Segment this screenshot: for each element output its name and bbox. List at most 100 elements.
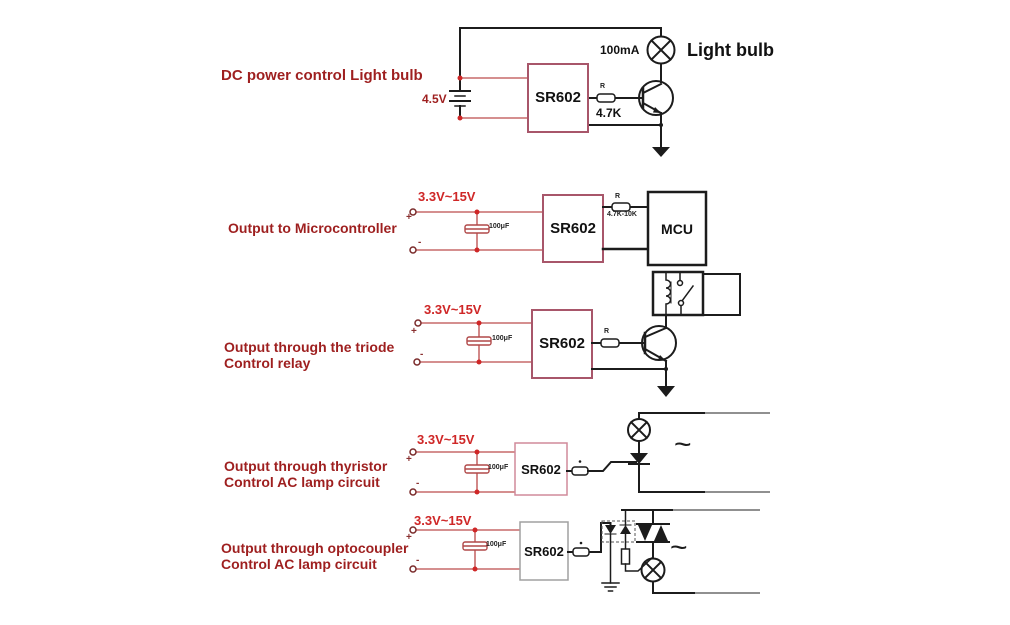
- resistor-label: 4.7K: [596, 106, 622, 120]
- terminal-icon: [409, 208, 417, 216]
- wire: [459, 27, 662, 148]
- capacitor-label: 100μF: [492, 335, 513, 342]
- minus-mark: -: [416, 478, 420, 489]
- terminal-icon: [409, 565, 417, 573]
- supply-voltage-label: 3.3V~15V: [418, 189, 476, 204]
- section-title-mcu: Output to Microcontroller: [228, 220, 397, 236]
- pin-label: R: [604, 328, 610, 335]
- junction-dot: [457, 75, 463, 81]
- junction-dot: [664, 367, 668, 371]
- plus-mark: +: [406, 454, 412, 465]
- capacitor-symbol: [466, 336, 492, 346]
- terminal-icon: [409, 488, 417, 496]
- circuit-dc-lamp: [449, 27, 676, 157]
- supply-voltage-label: 3.3V~15V: [417, 432, 475, 447]
- capacitor-label: 100μF: [486, 541, 507, 548]
- plus-mark: +: [406, 532, 412, 543]
- junction-dot: [474, 209, 480, 215]
- section-title-opto-line2: Control AC lamp circuit: [221, 556, 377, 572]
- gate-resistor-symbol: [620, 548, 631, 565]
- module-label: SR602: [535, 89, 581, 106]
- module-label: SR602: [539, 335, 585, 352]
- power-wire: [416, 529, 520, 570]
- module-label: SR602: [521, 462, 561, 477]
- junction-dot: [474, 247, 480, 253]
- pin-dot: [578, 460, 582, 463]
- junction-dot: [472, 527, 478, 533]
- sr602-module-box: [519, 521, 569, 581]
- module-label: SR602: [524, 544, 564, 559]
- circuit-optocoupler: [409, 509, 760, 594]
- section-title-dc-lamp: DC power control Light bulb: [221, 67, 423, 84]
- module-label: SR602: [550, 220, 596, 237]
- battery-voltage-label: 4.5V: [422, 92, 447, 106]
- circuit-mcu: [409, 190, 708, 267]
- ac-source-symbol: ~: [674, 428, 692, 461]
- ground-icon: [601, 582, 620, 592]
- ac-rail: [621, 509, 696, 594]
- junction-dot: [476, 359, 482, 365]
- minus-mark: -: [420, 349, 424, 360]
- resistor-symbol: [600, 338, 620, 348]
- junction-dot: [474, 449, 480, 455]
- relay-symbol: [651, 270, 741, 317]
- mcu-box: [646, 190, 708, 267]
- gate-wire: [587, 461, 637, 472]
- lamp-icon: [627, 418, 651, 442]
- wire: [567, 522, 612, 553]
- junction-dot: [659, 123, 663, 127]
- lamp-current-label: 100mA: [600, 43, 640, 57]
- ac-rail-gray: [705, 412, 770, 493]
- transistor-symbol: [638, 80, 674, 116]
- section-title-relay-line1: Output through the triode: [224, 339, 395, 355]
- gate-wire: [624, 555, 655, 572]
- transistor-symbol: [641, 325, 677, 363]
- plus-mark: +: [411, 326, 417, 337]
- junction-dot: [472, 566, 478, 572]
- pin-dot: [579, 541, 583, 545]
- junction-dot: [476, 320, 482, 326]
- capacitor-symbol: [464, 224, 490, 234]
- circuit-relay: [413, 270, 741, 397]
- junction-dot: [474, 489, 480, 495]
- terminal-icon: [414, 319, 422, 327]
- sr602-module-box: [514, 442, 568, 496]
- pin-label: R: [600, 83, 606, 90]
- resistor-label: 4.7K-10K: [607, 211, 637, 218]
- ac-source-symbol: ~: [670, 531, 688, 564]
- ground-icon: [657, 386, 675, 397]
- capacitor-label: 100μF: [489, 223, 510, 230]
- resistor-symbol: [571, 466, 589, 476]
- section-title-relay-line2: Control relay: [224, 355, 311, 371]
- minus-mark: -: [416, 555, 420, 566]
- power-wire: [416, 451, 515, 493]
- sr602-module-box: [531, 309, 593, 379]
- minus-mark: -: [418, 237, 422, 248]
- mcu-label: MCU: [661, 221, 693, 237]
- resistor-symbol: [596, 93, 616, 103]
- ac-rail-gray: [673, 509, 760, 594]
- plus-mark: +: [406, 212, 412, 223]
- section-title-thyristor-line2: Control AC lamp circuit: [224, 474, 380, 490]
- circuit-thyristor: [409, 412, 770, 496]
- ground-icon: [652, 147, 670, 157]
- sr602-module-box: [527, 63, 589, 133]
- sr602-module-box: [542, 194, 604, 263]
- ac-rail: [638, 412, 706, 493]
- terminal-icon: [409, 448, 417, 456]
- section-title-thyristor-line1: Output through thyristor: [224, 458, 388, 474]
- terminal-icon: [409, 246, 417, 254]
- triac-symbol: [636, 509, 670, 560]
- pin-label: R: [615, 193, 621, 200]
- resistor-symbol: [611, 202, 631, 212]
- supply-voltage-label: 3.3V~15V: [424, 302, 482, 317]
- optocoupler-symbol: [601, 509, 636, 584]
- terminal-icon: [409, 526, 417, 534]
- light-bulb-icon: [646, 35, 676, 65]
- resistor-symbol: [572, 547, 590, 557]
- battery-symbol: [449, 77, 471, 119]
- terminal-icon: [413, 358, 421, 366]
- supply-voltage-label: 3.3V~15V: [414, 513, 472, 528]
